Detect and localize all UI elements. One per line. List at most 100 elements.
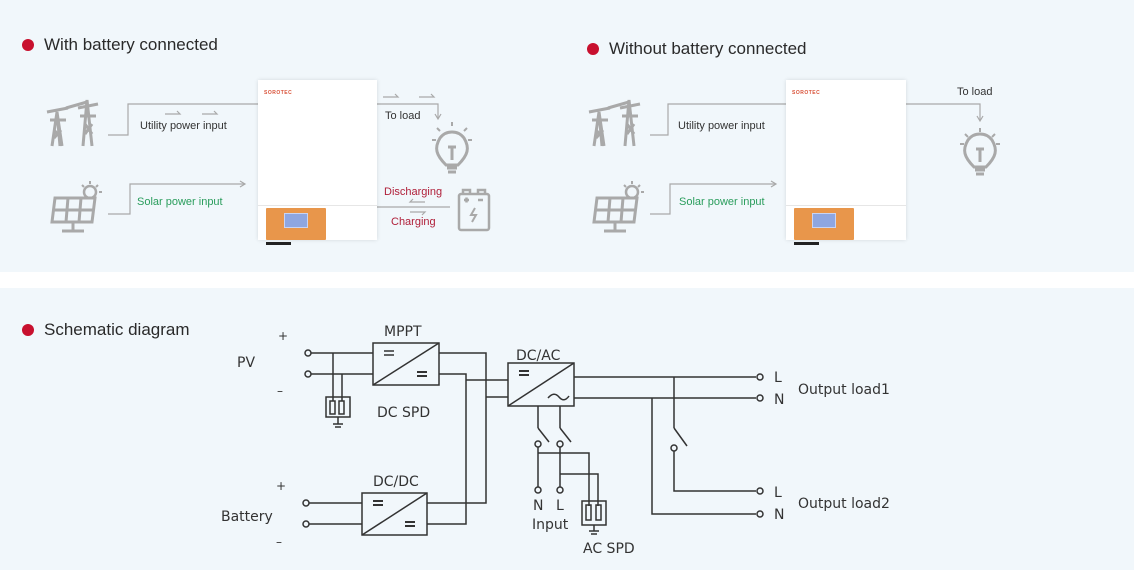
power-tower-icon [46, 99, 99, 147]
input-n-terminal [534, 486, 542, 494]
light-bulb-icon-2 [960, 128, 1000, 176]
solar-arrow-head-2 [770, 180, 778, 188]
load-arrow-head-2 [976, 115, 984, 123]
pv-plus-label: + [278, 329, 288, 343]
utility-flow-line [108, 103, 258, 136]
ac-wave-symbol [547, 393, 570, 401]
with-battery-title: With battery connected [44, 35, 218, 54]
pv-minus-terminal [304, 370, 312, 378]
input-label: Input [532, 517, 569, 533]
load-arrow-2 [419, 93, 436, 98]
load-arrow-head [434, 113, 442, 121]
pv-plus-terminal [304, 349, 312, 357]
output1-l-label: L [774, 370, 782, 386]
dcac-box [507, 362, 575, 407]
schematic-title: Schematic diagram [44, 320, 190, 339]
bus-negative [427, 373, 467, 525]
output2-n-terminal [756, 510, 764, 518]
dc-spd-element-2 [338, 400, 345, 415]
ac-spd-element-1 [585, 504, 592, 521]
utility-arrow-2 [202, 110, 219, 115]
dcdc-box [361, 492, 428, 536]
battery-plus-label: + [276, 479, 286, 493]
schematic-diagram: + PV – MPPT DC SPD DC/AC DC/DC + Battery… [221, 324, 890, 557]
with-battery-heading: With battery connected [22, 35, 218, 55]
bullet-icon [22, 324, 34, 336]
utility-flow-line-2 [650, 103, 786, 136]
bus-positive [427, 352, 487, 504]
ac-spd-wire-l [560, 473, 599, 506]
battery-plus-terminal [302, 499, 310, 507]
dcac-label: DC/AC [516, 348, 561, 364]
battery-minus-terminal [302, 520, 310, 528]
utility-power-input-label-2: Utility power input [678, 120, 765, 132]
input-l-switch [559, 427, 572, 443]
output2-n-wire [651, 398, 756, 515]
utility-power-input-label: Utility power input [140, 120, 227, 132]
inverter-control-panel [266, 208, 326, 240]
ac-spd-label: AC SPD [583, 541, 635, 557]
solar-panel-icon-2 [592, 181, 644, 233]
charging-label: Charging [391, 216, 436, 228]
schematic-panel: Schematic diagram [0, 288, 1134, 570]
discharge-arrow [408, 198, 425, 203]
bullet-icon [587, 43, 599, 55]
dc-spd-label: DC SPD [377, 405, 430, 421]
battery-minus-label: – [276, 535, 282, 549]
inverter-control-panel-2 [794, 208, 854, 240]
output-load1-label: Output load1 [798, 382, 890, 398]
input-l-contact [556, 440, 564, 448]
output1-l-terminal [756, 373, 764, 381]
dcac-diagonal [507, 362, 575, 407]
dc-spd-element-1 [329, 400, 336, 415]
power-tower-icon-2 [588, 99, 641, 147]
battery-icon [457, 188, 491, 232]
input-n-label: N [533, 498, 543, 514]
operating-modes-panel: With battery connected [0, 0, 1134, 272]
inverter-divider-2 [786, 205, 906, 206]
solar-power-input-label-2: Solar power input [679, 196, 765, 208]
pv-label: PV [237, 355, 255, 371]
output2-switch-contact [670, 444, 678, 452]
dcdc-diagonal [361, 492, 428, 536]
solar-flow-line [108, 183, 245, 215]
inverter-divider [258, 205, 377, 206]
flow-lines [46, 93, 1000, 233]
output2-l-terminal [756, 487, 764, 495]
inverter-brand-logo: SOROTEC [264, 90, 293, 96]
solar-arrow-head [239, 180, 247, 188]
input-l-terminal [556, 486, 564, 494]
inverter-device-2: SOROTEC [786, 80, 906, 245]
utility-arrow-1 [165, 110, 182, 115]
inverter-base-2 [794, 242, 819, 245]
output-load2-label: Output load2 [798, 496, 890, 512]
mppt-label: MPPT [384, 324, 422, 340]
inverter-brand-logo-2: SOROTEC [792, 90, 821, 96]
to-load-label: To load [385, 110, 421, 122]
solar-flow-line-2 [650, 183, 776, 215]
without-battery-heading: Without battery connected [587, 39, 807, 59]
solar-panel-icon [50, 181, 102, 233]
load-arrow-1 [383, 93, 400, 98]
inverter-device: SOROTEC [258, 80, 377, 245]
bullet-icon [22, 39, 34, 51]
to-load-label-2: To load [957, 86, 993, 98]
output2-n-label: N [774, 507, 784, 523]
inverter-base [266, 242, 291, 245]
output2-l-wire [673, 451, 756, 492]
output1-n-terminal [756, 394, 764, 402]
output2-switch [673, 427, 688, 447]
solar-power-input-label: Solar power input [137, 196, 223, 208]
light-bulb-icon [432, 122, 472, 174]
load-flow-line-2 [906, 103, 981, 120]
output1-n-label: N [774, 392, 784, 408]
input-l-label: L [556, 498, 564, 514]
mppt-diagonal [372, 342, 440, 386]
discharging-label: Discharging [384, 186, 443, 198]
mppt-box [372, 342, 440, 386]
without-battery-title: Without battery connected [609, 39, 807, 58]
input-n-switch [537, 427, 550, 443]
input-n-contact [534, 440, 542, 448]
ac-spd-element-2 [595, 504, 602, 521]
pv-minus-label: – [277, 384, 283, 398]
